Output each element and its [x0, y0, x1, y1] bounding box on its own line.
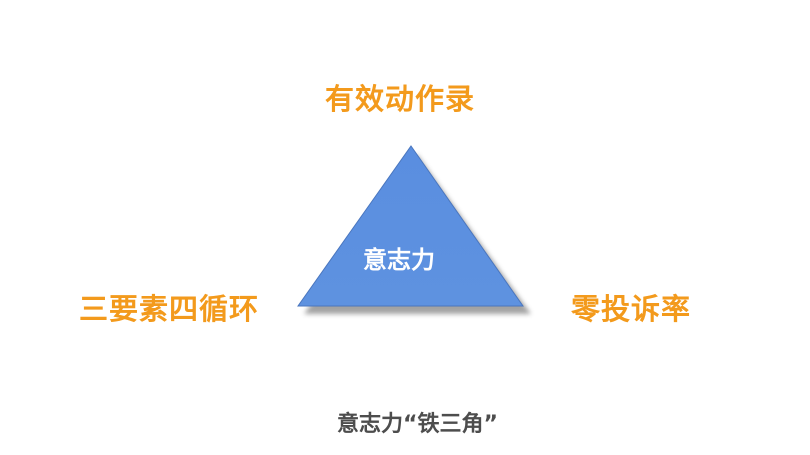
triangle-shape [297, 145, 524, 307]
right-vertex-label: 零投诉率 [571, 292, 692, 326]
center-label: 意志力 [363, 246, 435, 274]
diagram-caption: 意志力“铁三角” [337, 412, 498, 437]
left-vertex-label: 三要素四循环 [79, 292, 260, 326]
top-vertex-label: 有效动作录 [325, 82, 476, 116]
